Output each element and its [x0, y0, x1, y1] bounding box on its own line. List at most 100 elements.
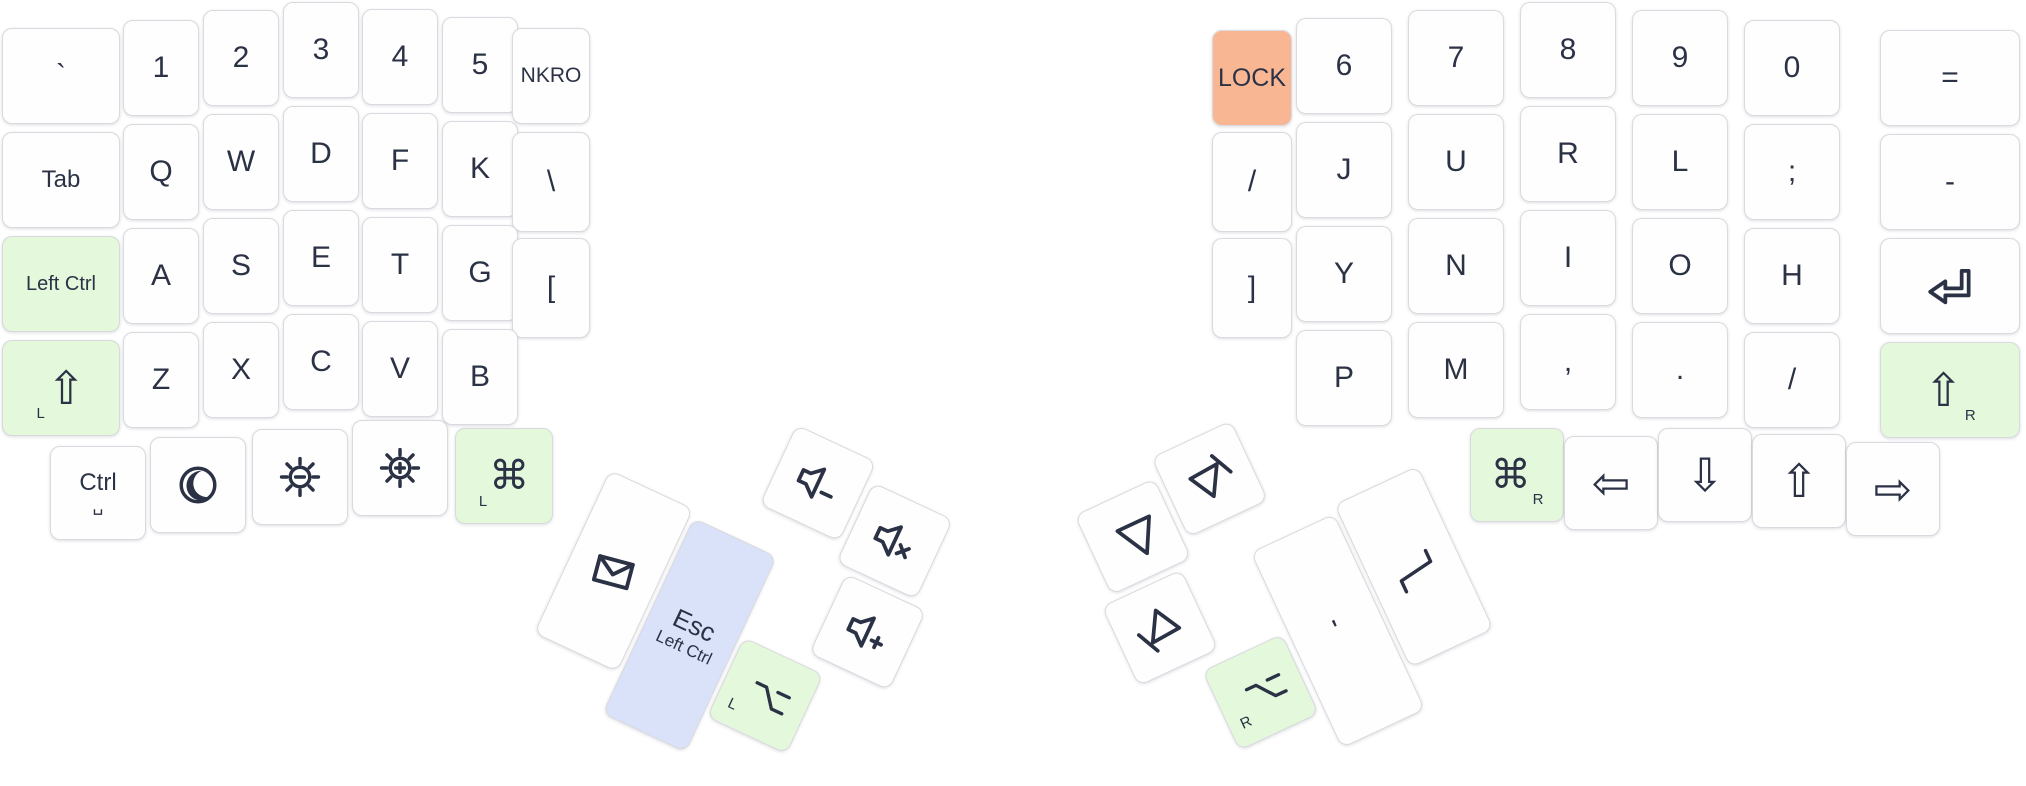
- diamond-icon: [591, 554, 635, 591]
- key-a[interactable]: A: [123, 228, 199, 324]
- key-slash-inner[interactable]: /: [1212, 132, 1292, 232]
- key-layer-step[interactable]: [1334, 465, 1494, 668]
- key-sub-label: L: [36, 405, 45, 422]
- key-tab[interactable]: Tab: [2, 132, 120, 228]
- key-label: E: [310, 241, 331, 275]
- key-7[interactable]: 7: [1408, 10, 1504, 106]
- key-comma[interactable]: ,: [1520, 314, 1616, 410]
- key-label: S: [230, 249, 251, 283]
- key-right-shift[interactable]: ⇧R: [1880, 342, 2020, 438]
- key-8[interactable]: 8: [1520, 2, 1616, 98]
- key-2[interactable]: 2: [203, 10, 279, 106]
- key-v[interactable]: V: [362, 321, 438, 417]
- key-arrow-up[interactable]: ⇧: [1752, 434, 1846, 528]
- key-q[interactable]: Q: [123, 124, 199, 220]
- key-c[interactable]: C: [283, 314, 359, 410]
- key-9[interactable]: 9: [1632, 10, 1728, 106]
- key-period[interactable]: .: [1632, 322, 1728, 418]
- key-arrow-right[interactable]: ⇨: [1846, 442, 1940, 536]
- key-z[interactable]: Z: [123, 332, 199, 428]
- key-e[interactable]: E: [283, 210, 359, 306]
- key-label: 3: [312, 33, 330, 67]
- key-equals[interactable]: =: [1880, 30, 2020, 126]
- key-5[interactable]: 5: [442, 17, 518, 113]
- key-left-shift[interactable]: L⇧: [2, 340, 120, 436]
- key-slash[interactable]: /: [1744, 332, 1840, 428]
- key-play[interactable]: [1074, 478, 1192, 596]
- key-right-opt[interactable]: R: [1202, 633, 1320, 751]
- key-1[interactable]: 1: [123, 20, 199, 116]
- key-label: `: [56, 59, 66, 93]
- key-prev-track[interactable]: [1101, 569, 1219, 687]
- option-icon: [755, 681, 792, 716]
- key-enter[interactable]: [1880, 238, 2020, 334]
- key-left-opt[interactable]: L: [706, 637, 824, 755]
- key-4[interactable]: 4: [362, 9, 438, 105]
- key-ctrl-space[interactable]: Ctrl␣: [50, 446, 146, 540]
- moon-icon: [179, 466, 217, 504]
- key-label: 5: [471, 48, 489, 82]
- key-l[interactable]: L: [1632, 114, 1728, 210]
- key-legend-stack: Ctrl␣: [79, 470, 116, 516]
- volume-down-icon: [796, 467, 833, 499]
- key-j[interactable]: J: [1296, 122, 1392, 218]
- key-m[interactable]: M: [1408, 322, 1504, 418]
- key-label: ;: [1787, 155, 1797, 189]
- key-w[interactable]: W: [203, 114, 279, 210]
- key-arrow-down[interactable]: ⇩: [1658, 428, 1752, 522]
- key-next-track[interactable]: [1151, 420, 1269, 538]
- key-sub-label: R: [1964, 407, 1976, 424]
- key-i[interactable]: I: [1520, 210, 1616, 306]
- key-3[interactable]: 3: [283, 2, 359, 98]
- key-left-cmd[interactable]: L⌘: [455, 428, 553, 524]
- key-backslash[interactable]: \: [512, 132, 590, 232]
- key-right-cmd[interactable]: ⌘R: [1470, 428, 1564, 522]
- key-magic[interactable]: [533, 470, 694, 673]
- key-volume-mute[interactable]: [836, 482, 954, 600]
- key-p[interactable]: P: [1296, 330, 1392, 426]
- key-n[interactable]: N: [1408, 218, 1504, 314]
- key-lock[interactable]: LOCK: [1212, 30, 1292, 126]
- key-label: ⇧: [1779, 454, 1819, 507]
- key-0[interactable]: 0: [1744, 20, 1840, 116]
- key-volume-up[interactable]: [809, 573, 927, 691]
- key-sleep[interactable]: [150, 437, 246, 533]
- key-o[interactable]: O: [1632, 218, 1728, 314]
- enter-icon: [1928, 268, 1971, 305]
- key-label: O: [1668, 249, 1692, 283]
- key-b[interactable]: B: [442, 329, 518, 425]
- key-semicolon[interactable]: ;: [1744, 124, 1840, 220]
- key-volume-down[interactable]: [759, 424, 877, 542]
- key-nkro[interactable]: NKRO: [512, 28, 590, 124]
- key-f[interactable]: F: [362, 113, 438, 209]
- key-left-bracket[interactable]: [: [512, 238, 590, 338]
- key-brightness-up[interactable]: [352, 420, 448, 516]
- key-label: L: [1671, 145, 1689, 179]
- key-h[interactable]: H: [1744, 228, 1840, 324]
- key-label: /: [1787, 363, 1797, 397]
- key-arrow-left[interactable]: ⇦: [1564, 436, 1658, 530]
- key-label: T: [390, 248, 410, 282]
- key-grave[interactable]: `: [2, 28, 120, 124]
- key-r[interactable]: R: [1520, 106, 1616, 202]
- key-6[interactable]: 6: [1296, 18, 1392, 114]
- key-left-ctrl[interactable]: Left Ctrl: [2, 236, 120, 332]
- key-y[interactable]: Y: [1296, 226, 1392, 322]
- key-brightness-down[interactable]: [252, 429, 348, 525]
- key-t[interactable]: T: [362, 217, 438, 313]
- key-x[interactable]: X: [203, 322, 279, 418]
- key-g[interactable]: G: [442, 225, 518, 321]
- key-label: D: [310, 137, 332, 171]
- key-label: -: [1945, 165, 1955, 199]
- key-right-bracket-inner[interactable]: ]: [1212, 238, 1292, 338]
- key-s[interactable]: S: [203, 218, 279, 314]
- key-d[interactable]: D: [283, 106, 359, 202]
- key-label: K: [469, 152, 490, 186]
- key-u[interactable]: U: [1408, 114, 1504, 210]
- key-minus[interactable]: -: [1880, 134, 2020, 230]
- option-icon: [1245, 672, 1289, 698]
- key-label: G: [468, 256, 492, 290]
- key-k[interactable]: K: [442, 121, 518, 217]
- key-label: 7: [1447, 41, 1465, 75]
